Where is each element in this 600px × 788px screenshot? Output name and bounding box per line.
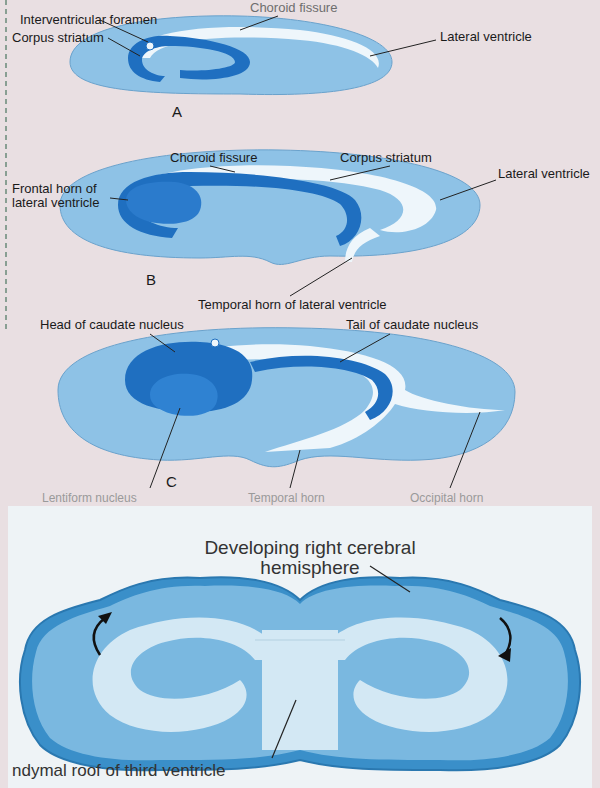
- hemisphere-c: [58, 328, 515, 467]
- part-label: Corpus striatum: [12, 31, 104, 45]
- part-label: Frontal horn of lateral ventricle: [12, 182, 112, 211]
- growth-arrows: [94, 618, 511, 656]
- part-label: Temporal horn: [248, 492, 325, 505]
- part-label: ndymal roof of third ventricle: [12, 762, 226, 781]
- part-label: Choroid fissure: [250, 1, 337, 15]
- part-label: A: [172, 104, 182, 121]
- part-label: Interventricular foramen: [20, 13, 157, 27]
- part-label: B: [146, 272, 156, 289]
- part-label: C: [166, 474, 177, 491]
- leader-lines: [272, 566, 410, 758]
- dashed-border: [5, 0, 7, 330]
- part-label: Tail of caudate nucleus: [346, 318, 478, 332]
- part-label: Lateral ventricle: [498, 167, 590, 181]
- coronal-section: [20, 577, 580, 770]
- leader-lines: [100, 16, 496, 488]
- part-label: Corpus striatum: [340, 151, 432, 165]
- hemisphere-a: [70, 16, 392, 95]
- arrowhead: [98, 612, 112, 624]
- part-label: Lentiform nucleus: [42, 492, 137, 505]
- part-label: Lateral ventricle: [440, 30, 532, 44]
- part-label: Choroid fissure: [170, 151, 257, 165]
- lower-panel: [8, 506, 592, 788]
- hemisphere-b: [60, 150, 480, 265]
- part-label: Temporal horn of lateral ventricle: [198, 298, 387, 312]
- part-label: Developing right cerebral hemisphere: [200, 538, 420, 578]
- arrowhead: [498, 648, 511, 662]
- part-label: Head of caudate nucleus: [40, 318, 184, 332]
- part-label: Occipital horn: [410, 492, 483, 505]
